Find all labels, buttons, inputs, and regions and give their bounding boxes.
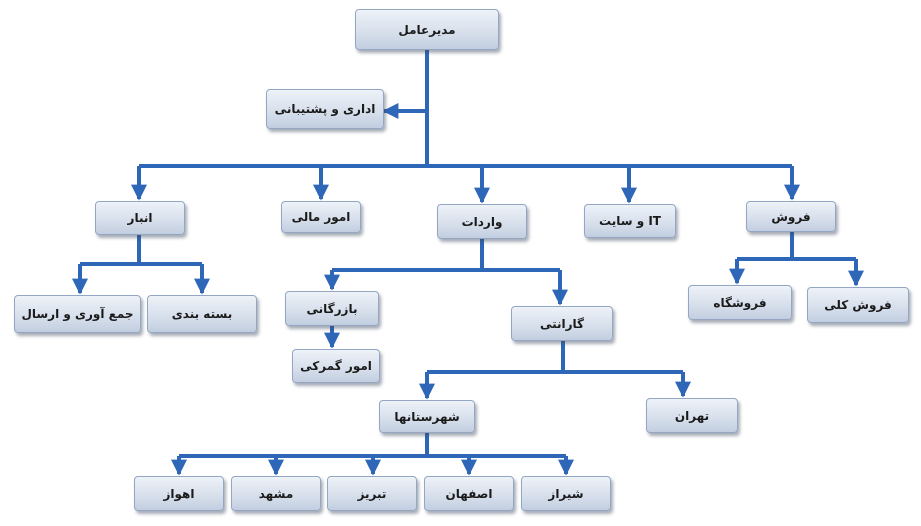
node-sales: فروش [746,201,836,232]
connector-warranty-bus [427,341,683,374]
node-commerce: بازرگانی [285,291,379,326]
node-customs: امور گمرکی [292,349,380,383]
node-isfahan: اصفهان [424,476,514,511]
node-imports: واردات [437,204,527,239]
node-store: فروشگاه [688,285,792,320]
node-tehran: تهران [646,398,738,433]
connector-sales-bus [737,232,856,261]
node-it: IT و سایت [584,204,676,238]
node-collect: جمع آوری و ارسال [14,295,141,333]
node-cities: شهرستانها [379,400,475,433]
connector-cities-bus [179,433,566,458]
node-finance: امور مالی [281,201,361,233]
node-ceo: مدیرعامل [355,9,499,50]
node-wholesale: فروش کلی [807,287,909,323]
node-admin: اداری و پشتیبانی [266,89,384,129]
node-tabriz: تبریز [327,476,417,511]
node-packing: بسته بندی [147,295,257,333]
connector-imports-bus [332,239,560,272]
node-mashhad: مشهد [231,476,321,511]
node-shiraz: شیراز [521,476,611,511]
node-warranty: گارانتی [511,306,613,341]
connector-warehouse-bus [80,232,202,266]
node-ahvaz: اهواز [134,476,224,511]
node-warehouse: انبار [95,201,185,235]
